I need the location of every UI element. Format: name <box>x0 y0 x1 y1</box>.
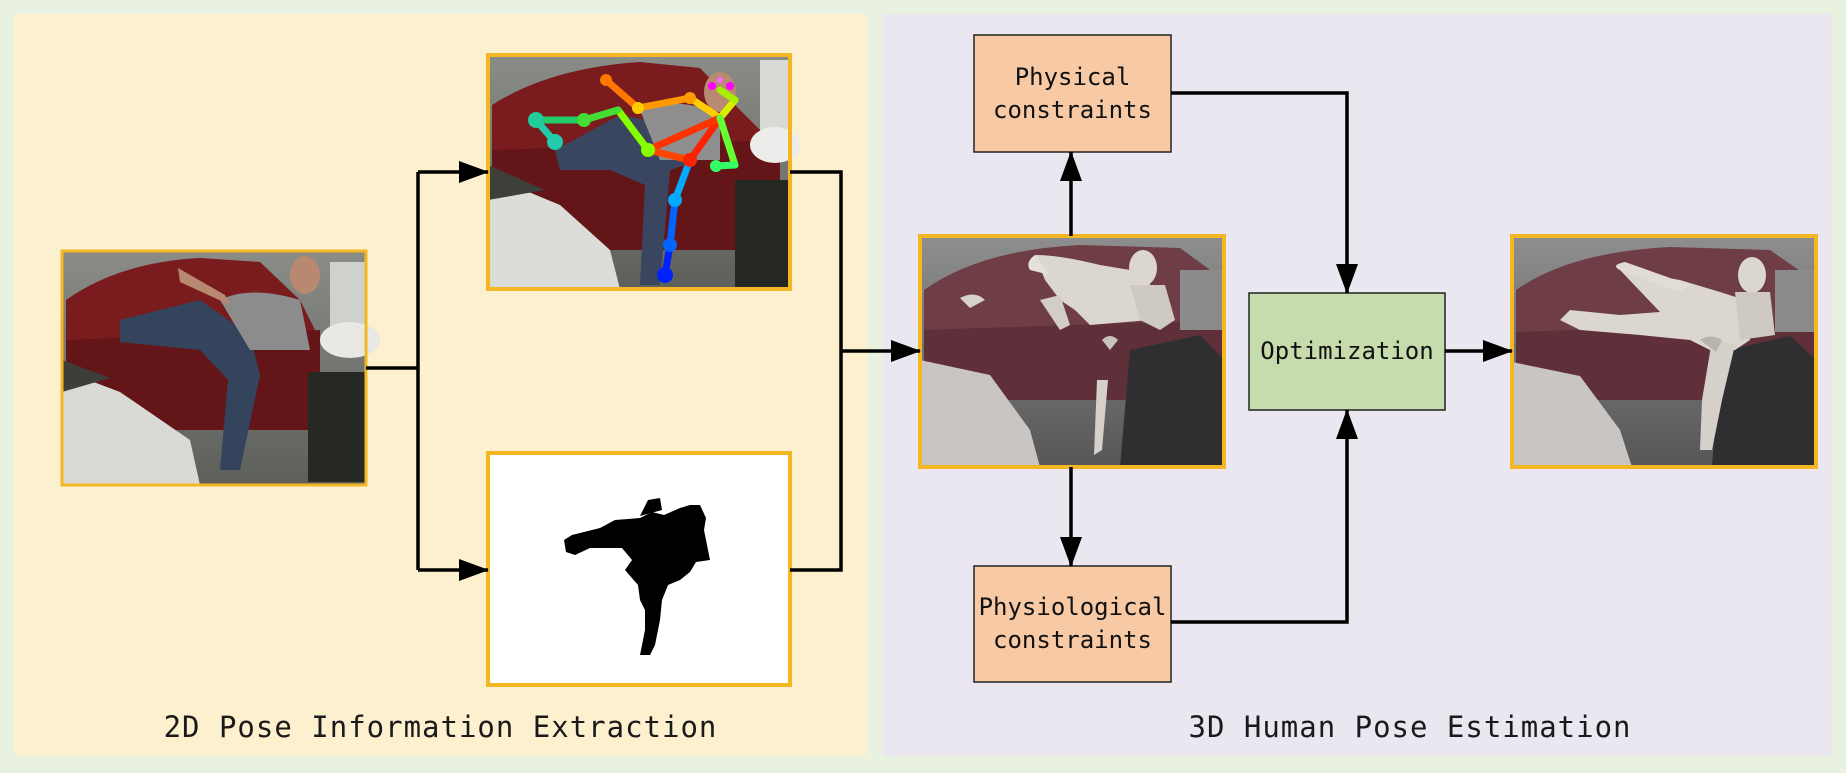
joint-markers <box>528 74 722 283</box>
keypoints-photo <box>486 53 800 291</box>
input-photo <box>60 249 380 487</box>
optimized-3d-pose <box>1510 234 1818 469</box>
merge-lines <box>790 170 843 572</box>
physiological-to-opt <box>1171 409 1358 624</box>
right-panel-title: 3D Human Pose Estimation <box>1188 710 1632 744</box>
connectors <box>366 91 1513 624</box>
body-silhouette <box>564 505 710 655</box>
physical-to-opt <box>1171 91 1358 294</box>
initial-3d-pose <box>918 234 1226 469</box>
silhouette-image <box>486 451 792 687</box>
optimization-label: Optimization <box>1260 337 1434 365</box>
physical-constraints-label: Physical constraints <box>993 62 1152 124</box>
physical-constraints-box <box>973 34 1172 153</box>
face-keypoints <box>708 77 734 90</box>
left-panel-title: 2D Pose Information Extraction <box>163 710 718 744</box>
physiological-constraints-label: Physiological constraints <box>978 593 1167 654</box>
